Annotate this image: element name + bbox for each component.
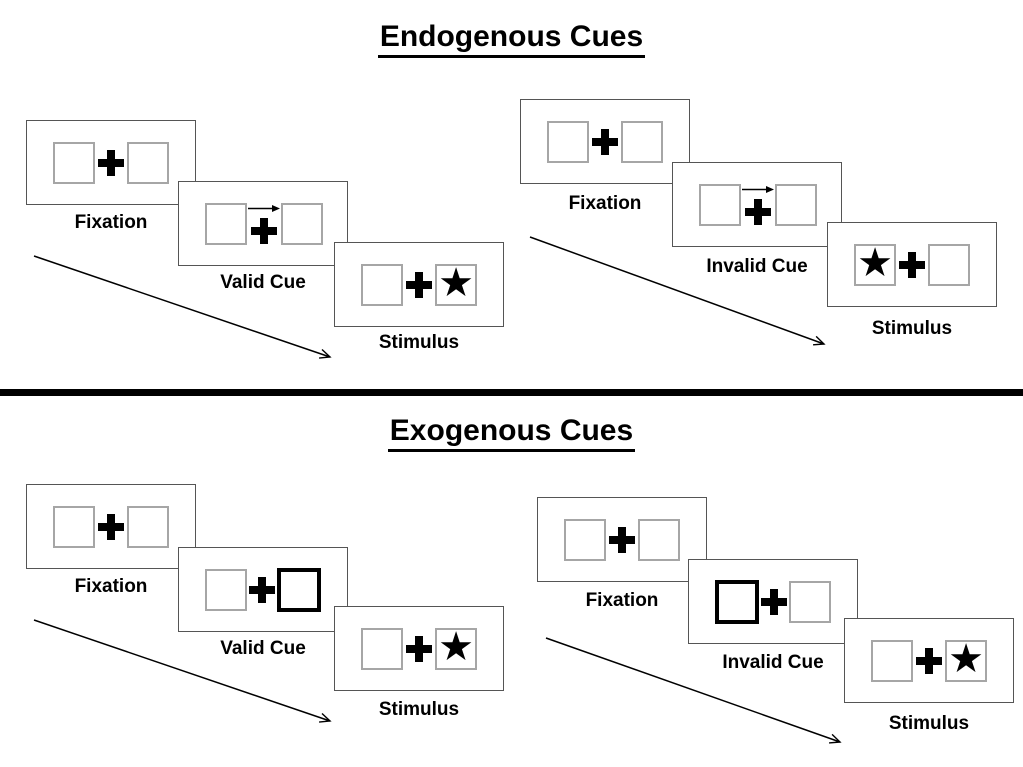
right-box xyxy=(127,505,169,548)
sequence-arrow-endogenous-invalid xyxy=(529,236,826,346)
fixation-label: Fixation xyxy=(74,576,148,597)
fixation-label: Fixation xyxy=(585,590,659,611)
stimulus-label: Stimulus xyxy=(871,318,953,339)
cue-label: Valid Cue xyxy=(220,272,306,293)
fixation-cross-icon xyxy=(899,251,925,278)
fixation-panel xyxy=(26,484,196,569)
fixation-cross-icon xyxy=(609,526,635,553)
stimulus-label: Stimulus xyxy=(378,332,460,353)
star-stimulus-icon: ★ xyxy=(438,625,474,669)
valid-cue-panel xyxy=(178,181,348,266)
invalid-cue-panel xyxy=(688,559,858,644)
right-box xyxy=(127,141,169,184)
fixation-label: Fixation xyxy=(568,193,642,214)
left-box-with-star: ★ xyxy=(854,241,896,286)
left-box xyxy=(361,627,403,670)
stimulus-panel: ★ xyxy=(334,242,504,327)
fixation-cross-icon xyxy=(251,218,277,244)
left-box xyxy=(205,568,247,611)
fixation-panel xyxy=(537,497,707,582)
left-box xyxy=(205,202,247,245)
sequence-arrow-exogenous-invalid xyxy=(545,637,842,744)
fixation-cross-icon xyxy=(249,576,275,603)
fixation-label: Fixation xyxy=(74,212,148,233)
star-stimulus-icon: ★ xyxy=(438,261,474,305)
fixation-cross-icon xyxy=(406,271,432,298)
right-arrow-cue-icon xyxy=(742,186,774,193)
fixation-cross-icon xyxy=(406,635,432,662)
left-box xyxy=(53,141,95,184)
fixation-panel xyxy=(520,99,690,184)
right-box xyxy=(621,120,663,163)
right-arrow-cue-icon xyxy=(248,205,280,212)
right-box xyxy=(789,580,831,623)
section-title-endogenous: Endogenous Cues xyxy=(0,20,1023,58)
left-box xyxy=(699,183,741,226)
fixation-cross-icon xyxy=(98,513,124,540)
cue-label: Invalid Cue xyxy=(722,652,824,673)
right-box-with-star: ★ xyxy=(435,625,477,670)
left-box xyxy=(547,120,589,163)
stimulus-label: Stimulus xyxy=(378,699,460,720)
section-divider xyxy=(0,389,1023,396)
right-box-with-star: ★ xyxy=(945,637,987,682)
left-box-highlighted-cue xyxy=(715,579,759,624)
fixation-cross-icon xyxy=(592,128,618,155)
fixation-cross-icon xyxy=(916,647,942,674)
invalid-cue-panel xyxy=(672,162,842,247)
star-stimulus-icon: ★ xyxy=(857,241,893,285)
fixation-cross-icon xyxy=(98,149,124,176)
stimulus-panel: ★ xyxy=(334,606,504,691)
sequence-arrow-endogenous-valid xyxy=(33,255,332,359)
left-box xyxy=(53,505,95,548)
left-box xyxy=(871,639,913,682)
right-box xyxy=(281,202,323,245)
right-box-highlighted-cue xyxy=(277,567,321,612)
left-box xyxy=(564,518,606,561)
left-box xyxy=(361,263,403,306)
right-box xyxy=(928,243,970,286)
right-box-with-star: ★ xyxy=(435,261,477,306)
cue-label: Valid Cue xyxy=(220,638,306,659)
section-title-exogenous: Exogenous Cues xyxy=(0,414,1023,452)
fixation-cross-icon xyxy=(761,588,787,615)
fixation-cross-icon xyxy=(745,199,771,225)
stimulus-panel: ★ xyxy=(844,618,1014,703)
stimulus-panel: ★ xyxy=(827,222,997,307)
fixation-panel xyxy=(26,120,196,205)
sequence-arrow-exogenous-valid xyxy=(33,619,332,723)
cue-label: Invalid Cue xyxy=(706,256,808,277)
right-box xyxy=(775,183,817,226)
valid-cue-panel xyxy=(178,547,348,632)
stimulus-label: Stimulus xyxy=(888,713,970,734)
star-stimulus-icon: ★ xyxy=(948,637,984,681)
right-box xyxy=(638,518,680,561)
